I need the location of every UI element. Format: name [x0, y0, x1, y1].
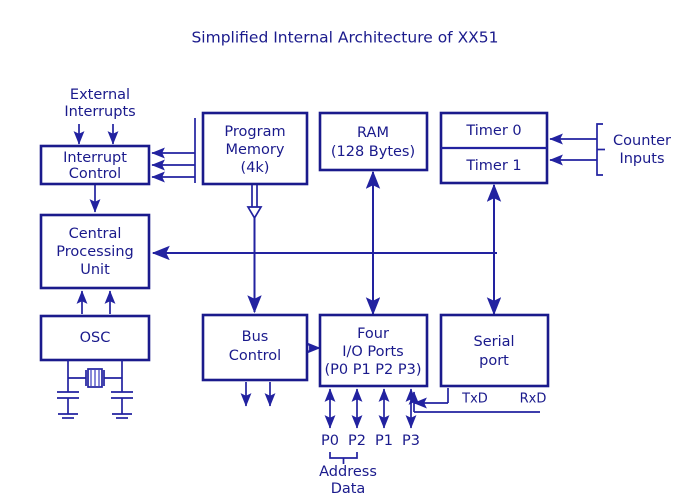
block-program-memory[interactable] [201, 111, 309, 186]
block-serial-port[interactable] [439, 313, 550, 388]
block-bus-control[interactable] [201, 313, 309, 382]
txd-label: TxD [461, 392, 488, 407]
external-interrupts-label-line2: Interrupts [64, 104, 135, 120]
data-label: Data [331, 481, 366, 497]
external-interrupts-label-line1: External [70, 87, 130, 103]
bus-control-label-line2: Control [229, 348, 281, 364]
osc-label: OSC [80, 330, 111, 346]
cpu-label-line3: Unit [80, 262, 110, 278]
port-label-p1: P1 [375, 433, 393, 449]
interrupt-control-label-line2: Control [69, 166, 121, 182]
serial-port-label-line1: Serial [473, 334, 514, 350]
port-label-p0: P0 [321, 433, 339, 449]
bus-control-label-line1: Bus [242, 329, 269, 345]
cpu-label-line2: Processing [56, 244, 133, 260]
io-ports-label-line2: I/O Ports [342, 344, 403, 360]
page-title: Simplified Internal Architecture of XX51 [191, 29, 498, 47]
counter-inputs-label-line2: Inputs [619, 151, 664, 167]
counter-inputs-label-line1: Counter [613, 133, 671, 149]
block-osc[interactable] [39, 314, 151, 362]
serial-port-label-line2: port [479, 353, 509, 369]
cpu-label-line1: Central [69, 226, 122, 242]
address-data-bracket [329, 452, 358, 459]
interrupt-control-label-line1: Interrupt [63, 150, 127, 166]
ram-label-line2: (128 Bytes) [331, 144, 415, 160]
address-label: Address [319, 464, 377, 480]
port-label-p2: P2 [348, 433, 366, 449]
block-interrupt-control[interactable] [39, 144, 151, 186]
program-memory-label-line1: Program [224, 124, 285, 140]
program-memory-label-line2: Memory [226, 142, 285, 158]
io-ports-label-line1: Four [357, 326, 389, 342]
block-io-ports[interactable] [318, 313, 429, 388]
ram-label-line1: RAM [357, 125, 389, 141]
timer0-label: Timer 0 [465, 123, 521, 139]
rxd-label: RxD [520, 392, 547, 407]
progmem-hollow-arrowhead [246, 206, 263, 220]
port-label-p3: P3 [402, 433, 420, 449]
timer1-label: Timer 1 [465, 158, 521, 174]
io-ports-label-line3: (P0 P1 P2 P3) [324, 362, 421, 378]
block-cpu[interactable] [39, 213, 151, 290]
block-ram[interactable] [318, 111, 429, 172]
program-memory-label-line3: (4k) [241, 160, 270, 176]
